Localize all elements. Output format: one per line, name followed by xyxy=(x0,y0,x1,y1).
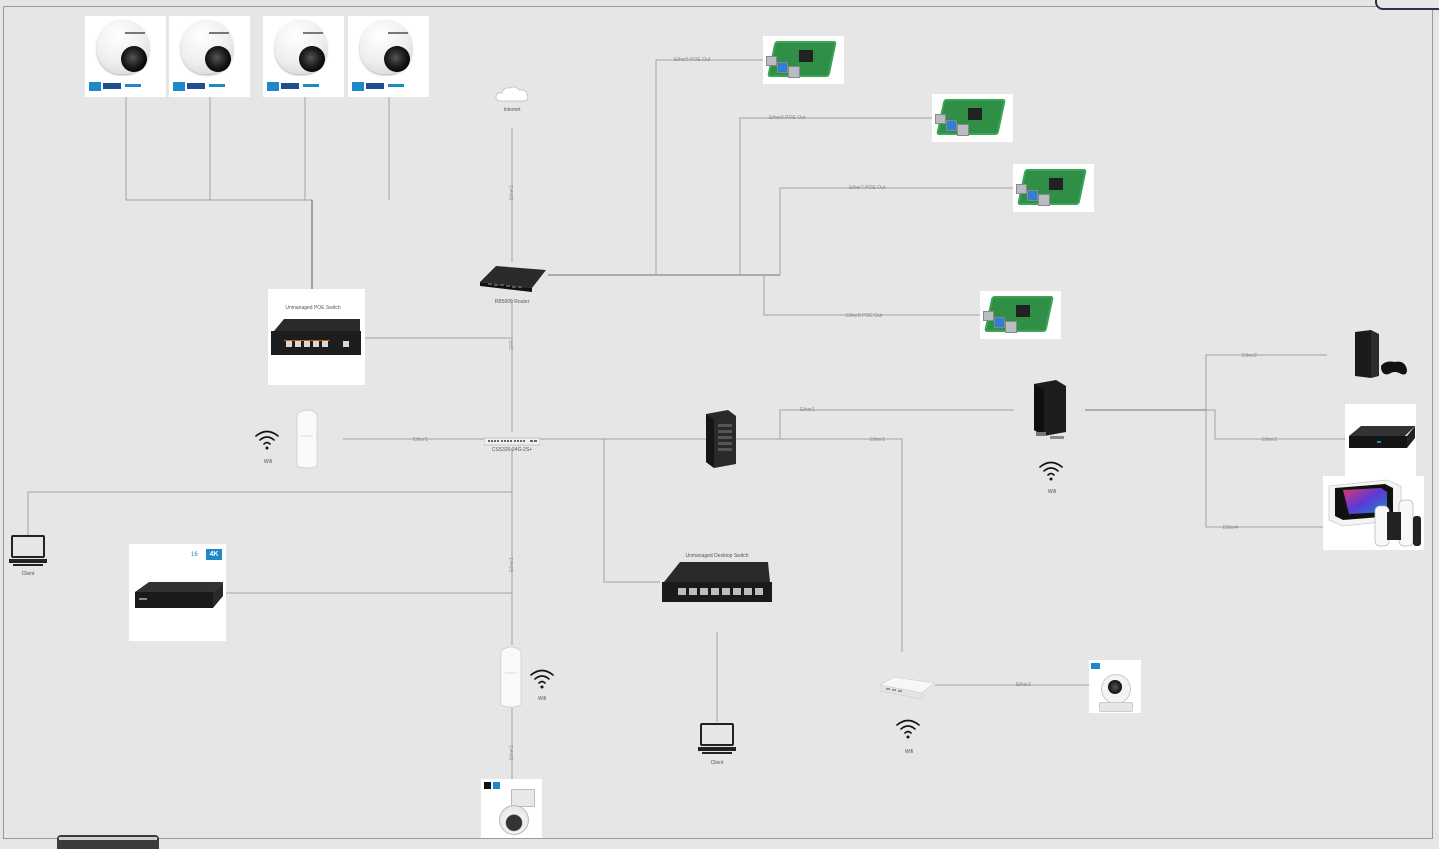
nintendo-switch-console[interactable] xyxy=(1323,476,1424,550)
hap-ax-router[interactable] xyxy=(1030,380,1068,440)
wifi-icon xyxy=(1039,461,1063,481)
client-laptop-left[interactable] xyxy=(9,534,47,568)
link-client-left xyxy=(27,491,512,535)
bottom-toolbar-tab[interactable] xyxy=(57,835,159,849)
switch-icon xyxy=(662,562,772,602)
internet-label: Internet xyxy=(503,107,521,113)
link-core-right xyxy=(540,409,1014,440)
indoor-camera[interactable] xyxy=(1089,660,1141,713)
raspberry-pi-1[interactable] xyxy=(763,36,844,84)
client-left-label: Client xyxy=(21,571,35,577)
core-switch[interactable] xyxy=(483,434,541,446)
dome-camera-4[interactable] xyxy=(348,16,429,97)
label-ether3: Ether3 xyxy=(1262,437,1277,443)
switch-console-icon xyxy=(1328,479,1421,547)
wifi-right-label: Wifi xyxy=(1047,489,1057,495)
mini-wifi-switch[interactable] xyxy=(878,675,936,701)
client-bottom-label: Client xyxy=(710,760,724,766)
label-ether1-ax: Ether1 xyxy=(800,407,815,413)
access-point-icon xyxy=(500,646,522,708)
label-ether1-wifi: Ether1 xyxy=(413,437,428,443)
label-ether4: Ether4 xyxy=(1223,525,1238,531)
wifi-mini-label: Wifi xyxy=(904,749,914,755)
wifi-icon xyxy=(530,669,554,689)
access-point-bottom[interactable] xyxy=(497,643,525,709)
desktop-switch[interactable] xyxy=(660,558,773,606)
link-ether6 xyxy=(739,117,932,275)
link-ether5 xyxy=(655,59,763,275)
dome-camera-3[interactable] xyxy=(263,16,344,97)
label-v-ap-down: Ether1 xyxy=(509,745,515,760)
link-nintendo xyxy=(1205,410,1323,528)
playstation-console[interactable] xyxy=(1351,330,1407,380)
core-switch-label: CSS326-24G-2S+ xyxy=(491,447,533,453)
nvr-channels: 16 xyxy=(191,552,198,558)
label-ether1-mini: Ether1 xyxy=(870,437,885,443)
label-ether6: Ether6 POE Out xyxy=(769,115,806,121)
media-box[interactable] xyxy=(1345,404,1416,476)
wifi-icon xyxy=(255,430,279,450)
router-icon xyxy=(1034,380,1066,439)
nvr-icon xyxy=(135,582,223,608)
raspberry-pi-4[interactable] xyxy=(980,291,1061,339)
label-ether8: Ether8 POE Out xyxy=(846,313,883,319)
link-ether7 xyxy=(779,187,1013,275)
label-v-internet: Ether1 xyxy=(509,185,515,200)
switch-icon xyxy=(271,319,361,355)
media-box-icon xyxy=(1349,426,1415,448)
label-v-sfp: SFP xyxy=(509,340,515,350)
ptz-camera[interactable] xyxy=(481,779,542,839)
nvr-res-badge: 4K xyxy=(206,549,222,560)
poe-switch-label: Unmanaged POE Switch xyxy=(285,305,341,311)
cloud-icon xyxy=(495,86,529,102)
label-ether7: Ether7 POE Out xyxy=(849,185,886,191)
rb5009-router[interactable] xyxy=(478,262,548,294)
raspberry-pi-2[interactable] xyxy=(932,94,1013,142)
raspberry-pi-3[interactable] xyxy=(1013,164,1094,212)
switch-icon xyxy=(879,676,935,700)
access-point-left[interactable] xyxy=(293,406,321,470)
laptop-icon xyxy=(698,723,736,754)
window-corner-tab[interactable] xyxy=(1375,0,1439,10)
wifi-indicator-mini xyxy=(894,716,922,742)
poe-switch-card[interactable]: Unmanaged POE Switch xyxy=(268,289,365,385)
wifi-left-label: Wifi xyxy=(263,459,273,465)
switch-icon xyxy=(483,437,541,446)
wifi-indicator-left xyxy=(253,427,281,453)
label-ether2-cam: Ether2 xyxy=(1016,682,1031,688)
mikrotik-tower-router[interactable] xyxy=(704,410,738,468)
link-media xyxy=(1206,409,1346,440)
wifi-icon xyxy=(896,719,920,739)
wifi-indicator-right xyxy=(1037,458,1065,484)
router-label: RB5009 Router xyxy=(494,299,530,305)
router-icon xyxy=(480,266,546,292)
label-ether5: Ether5 POE Out xyxy=(674,57,711,63)
desktop-switch-label: Unmanaged Desktop Switch xyxy=(685,553,749,559)
label-ether2-ps: Ether2 xyxy=(1242,353,1257,359)
playstation-icon xyxy=(1355,330,1407,378)
link-ps xyxy=(1205,354,1327,410)
laptop-icon xyxy=(9,535,47,566)
link-core-mini xyxy=(780,438,903,652)
wifi-indicator-bottom xyxy=(528,666,556,692)
label-v-core-down: Ether1 xyxy=(509,557,515,572)
link-core-desk xyxy=(603,439,660,583)
access-point-icon xyxy=(296,409,318,469)
dome-camera-1[interactable] xyxy=(85,16,166,97)
client-laptop-bottom[interactable] xyxy=(698,722,736,758)
nvr-recorder[interactable]: 16 4K xyxy=(129,544,226,641)
link-ether8 xyxy=(763,275,980,316)
internet-node[interactable] xyxy=(494,84,530,104)
wifi-bottom-label: Wifi xyxy=(537,696,547,702)
dome-camera-2[interactable] xyxy=(169,16,250,97)
router-icon xyxy=(706,410,736,468)
link-cam1 xyxy=(125,97,312,201)
